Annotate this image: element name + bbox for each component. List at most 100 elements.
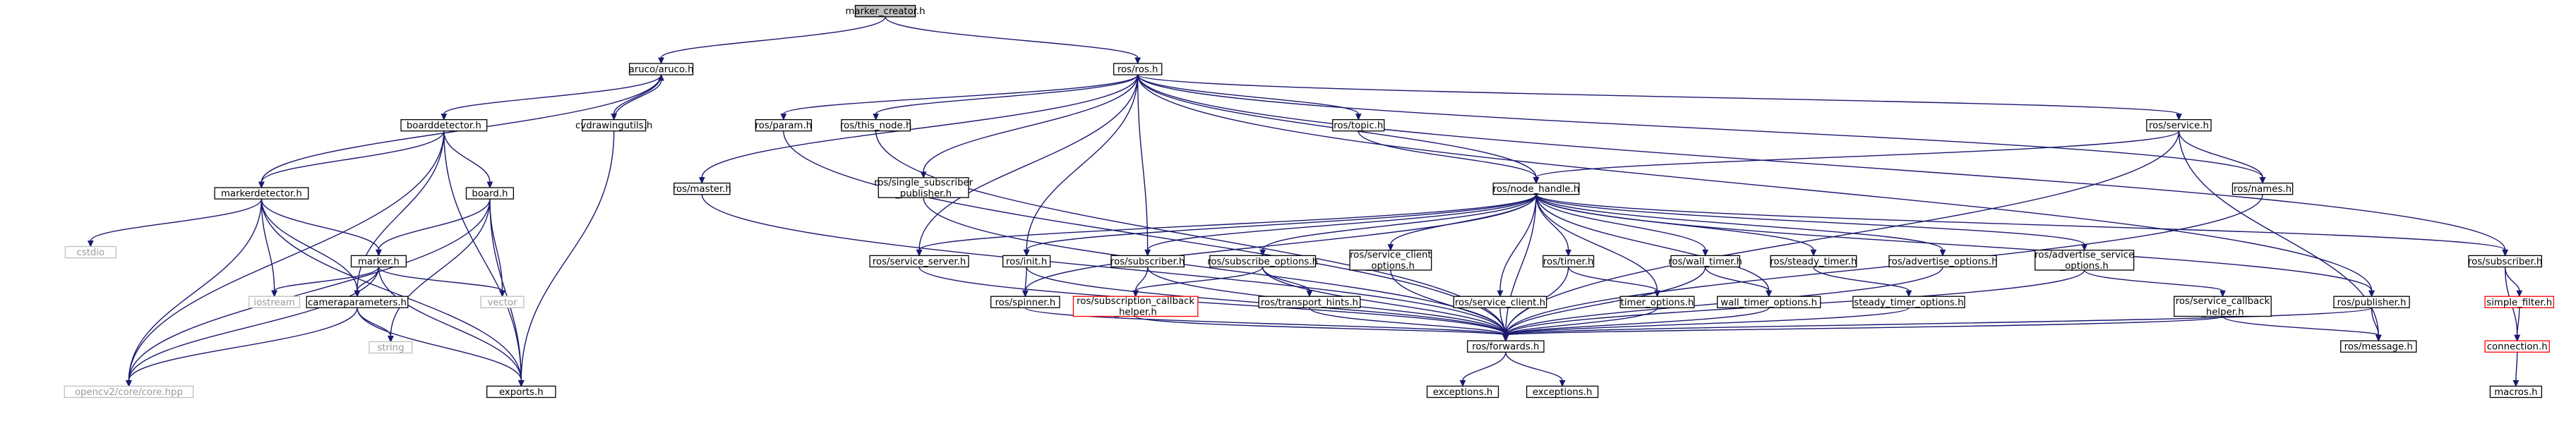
node-label: cameraparameters.h [308,298,407,308]
node-box [1332,118,1385,132]
node-ros-subscriber-right[interactable]: ros/subscriber.h [2468,255,2542,268]
node-label: marker.h [358,257,400,267]
edge-marker-to-opencv [126,267,380,387]
node-exceptions-b[interactable]: exceptions.h [1526,385,1599,398]
node-label: exceptions.h [1433,387,1493,398]
node-cameraparameters[interactable]: cameraparameters.h [306,296,409,308]
node-box [2484,296,2555,308]
node-boarddetector[interactable]: boarddetector.h [400,118,488,132]
node-box [2468,255,2542,268]
node-ros-publisher[interactable]: ros/publisher.h [2333,296,2410,308]
node-label: string [377,343,404,353]
node-ros-wall-timer[interactable]: ros/wall_timer.h [1668,255,1742,268]
node-label: steady_timer_options.h [1854,298,1963,308]
node-ros-timer[interactable]: ros/timer.h [1542,255,1595,268]
node-ros-this-node[interactable]: ros/this_node.h [840,118,911,132]
node-box [214,187,309,200]
edge-marker-to-iostream [271,267,380,298]
edge-ros-init-to-ros-spinner [1022,267,1029,298]
node-label: _helper.h [2200,308,2243,318]
node-ros-transport-hints[interactable]: ros/transport_hints.h [1258,296,1361,308]
node-label: _options.h [2060,261,2109,272]
node-label: _options.h [1366,261,1415,272]
node-simple-filter[interactable]: simple_filter.h [2484,296,2555,308]
node-vector[interactable]: vector [480,296,525,308]
node-ros-topic[interactable]: ros/topic.h [1332,118,1385,132]
edge-markerdetector-to-marker [260,198,382,257]
edge-ros-service-callback-helper-to-ros-message [2222,315,2382,342]
nodes-layer: marker_creator.h aruco/aruco.h boarddetect… [64,5,2555,398]
node-marker[interactable]: marker.h [350,255,407,268]
node-label: exports.h [499,387,544,398]
node-ros-subscription-callback-helper[interactable]: ros/subscription_callback_helper.h [1072,296,1199,318]
edge-boarddetector-to-exports [443,130,525,387]
node-iostream[interactable]: iostream [248,296,301,308]
node-ros-param[interactable]: ros/param.h [755,118,813,132]
node-markerdetector[interactable]: markerdetector.h [214,187,309,200]
node-ros-service-callback-helper[interactable]: ros/service_callback_helper.h [2174,296,2272,318]
node-opencv[interactable]: opencv2/core/core.hpp [64,385,194,398]
node-ros-service-client-options[interactable]: ros/service_client_options.h [1349,250,1432,272]
node-box [628,63,694,75]
node-box [877,177,969,198]
node-label: ros/service_callback [2176,296,2270,307]
node-board[interactable]: board.h [465,187,515,200]
node-ros-service-client[interactable]: ros/service_client.h [1453,296,1547,308]
node-box [1110,255,1185,268]
edge-boarddetector-to-board [443,130,493,189]
node-label: ros/names.h [2234,184,2292,195]
node-exports[interactable]: exports.h [486,385,556,398]
node-ros-names[interactable]: ros/names.h [2231,182,2294,195]
edge-ros-node-handle-to-ros-publisher [1535,194,2375,298]
node-ros-advertise-service-options[interactable]: ros/advertise_service_options.h [2035,250,2135,272]
node-string[interactable]: string [369,341,413,354]
node-exceptions-a[interactable]: exceptions.h [1426,385,1499,398]
node-box [582,118,647,132]
node-ros-steady-timer[interactable]: ros/steady_timer.h [1770,255,1857,268]
edge-ros-forwards-to-exceptions-b [1505,352,1566,387]
node-ros-master[interactable]: ros/master.h [673,182,731,195]
edge-ros-forwards-to-exceptions-a [1459,352,1506,387]
node-marker-creator[interactable]: marker_creator.h [845,5,925,18]
node-ros-service-server[interactable]: ros/service_server.h [869,255,969,268]
node-ros-advertise-options[interactable]: ros/advertise_options.h [1888,255,1998,268]
node-ros-message[interactable]: ros/message.h [2340,340,2417,353]
node-label: vector [487,298,517,308]
node-ros-node-handle[interactable]: ros/node_handle.h [1492,182,1580,195]
node-ros-ros[interactable]: ros/ros.h [1113,63,1163,75]
node-box [869,255,969,268]
node-aruco[interactable]: aruco/aruco.h [629,63,694,75]
node-steady-timer-options[interactable]: steady_timer_options.h [1852,296,1965,308]
node-ros-single-sub[interactable]: ros/single_subscriber_publisher.h [874,177,974,200]
node-cvdrawingutils[interactable]: cvdrawingutils.h [575,118,652,132]
node-label: ros/subscriber.h [1110,257,1185,267]
node-box [673,182,731,195]
node-label: ros/subscribe_options.h [1207,257,1318,267]
node-timer-options[interactable]: timer_options.h [1619,296,1695,308]
node-label: macros.h [2494,387,2537,398]
node-ros-subscriber-mid[interactable]: ros/subscriber.h [1110,255,1185,268]
node-box [1426,385,1499,398]
node-ros-subscribe-options[interactable]: ros/subscribe_options.h [1207,255,1318,268]
node-cstdio[interactable]: cstdio [64,245,116,259]
node-ros-spinner[interactable]: ros/spinner.h [990,296,1060,308]
node-macros[interactable]: macros.h [2489,385,2542,398]
edge-ros-node-handle-to-ros-advertise-service-options [1535,194,2088,251]
node-ros-service[interactable]: ros/service.h [2146,118,2212,132]
edge-boarddetector-to-markerdetector [258,130,445,189]
node-ros-init[interactable]: ros/init.h [1002,255,1051,268]
node-box [1467,340,1545,353]
node-ros-forwards[interactable]: ros/forwards.h [1467,340,1545,353]
edge-ros-subscribe-options-to-ros-subscription-callback-helper [1132,267,1264,298]
edge-ros-node-handle-to-ros-init [1023,194,1537,257]
edge-board-to-marker [376,198,491,257]
node-label: ros/master.h [673,184,731,195]
edge-ros-node-handle-to-ros-subscriber-right [1535,194,2509,257]
node-wall-timer-options[interactable]: wall_timer_options.h [1717,296,1821,308]
node-label: boarddetector.h [407,121,481,131]
node-connection[interactable]: connection.h [2484,340,2550,353]
node-box [1888,255,1997,268]
node-label: ros/service_server.h [873,257,966,267]
node-box [755,118,813,132]
